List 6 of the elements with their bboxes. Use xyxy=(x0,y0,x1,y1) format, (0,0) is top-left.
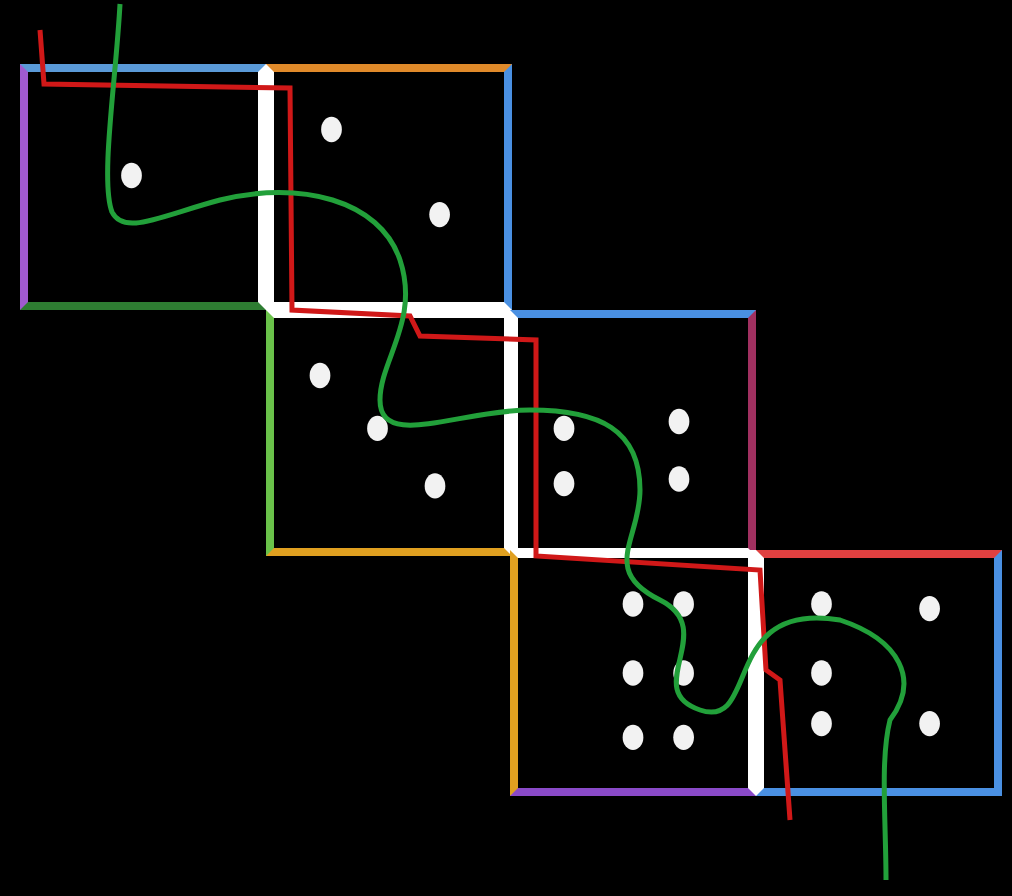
die-face xyxy=(756,550,1002,796)
die-face xyxy=(510,550,756,796)
die-face xyxy=(266,310,512,556)
die-face xyxy=(20,64,266,310)
die-face xyxy=(266,64,512,310)
die-face xyxy=(510,310,756,556)
